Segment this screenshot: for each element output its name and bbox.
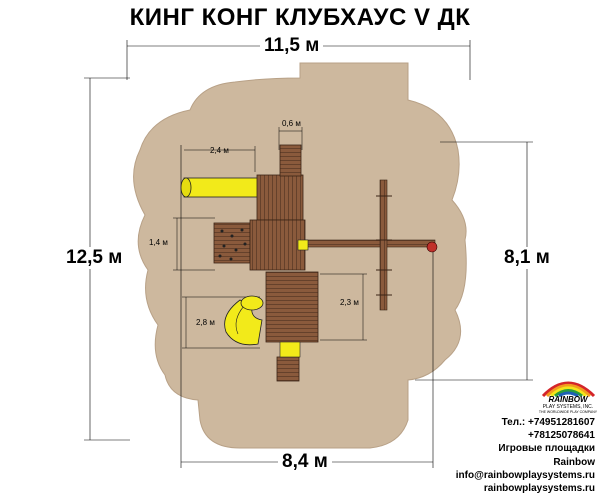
dimension-bottom-width: 8,4 м	[278, 451, 332, 473]
swing-beam	[299, 179, 438, 311]
contact-company: Игровые площадки Rainbow	[498, 443, 595, 468]
dimension-28: 2,8 м	[196, 318, 215, 327]
logo-brand: RAINBOW	[548, 395, 588, 404]
dimension-06: 0,6 м	[282, 119, 301, 128]
climbing-wall	[213, 222, 251, 264]
contact-phone-1: Тел.: +74951281607	[501, 417, 595, 428]
dimension-14: 1,4 м	[149, 238, 168, 247]
tube-slide	[180, 177, 259, 198]
rainbow-logo-icon	[541, 381, 596, 398]
page-title: КИНГ КОНГ КЛУБХАУС V ДК	[129, 4, 471, 31]
spiral-slide	[224, 295, 264, 346]
contact-phone-2: +78125078641	[527, 430, 595, 442]
logo-sub2: THE WORLDWIDE PLAY COMPANY	[538, 410, 598, 414]
contact-website[interactable]: rainbowplaysystems.ru	[483, 483, 595, 495]
logo-sub1: PLAY SYSTEMS, INC.	[542, 404, 594, 410]
contact-email[interactable]: info@rainbowplaysystems.ru	[455, 469, 595, 481]
dimension-right-height: 8,1 м	[500, 247, 554, 269]
dimension-24: 2,4 м	[210, 146, 229, 155]
dimension-23: 2,3 м	[340, 298, 359, 307]
dimension-left-height: 12,5 м	[62, 247, 127, 269]
dimension-top-width: 11,5 м	[260, 35, 324, 57]
towers	[249, 144, 319, 382]
contact-block: Тел.: +74951281607 +78125078641 Игровые …	[455, 416, 595, 495]
